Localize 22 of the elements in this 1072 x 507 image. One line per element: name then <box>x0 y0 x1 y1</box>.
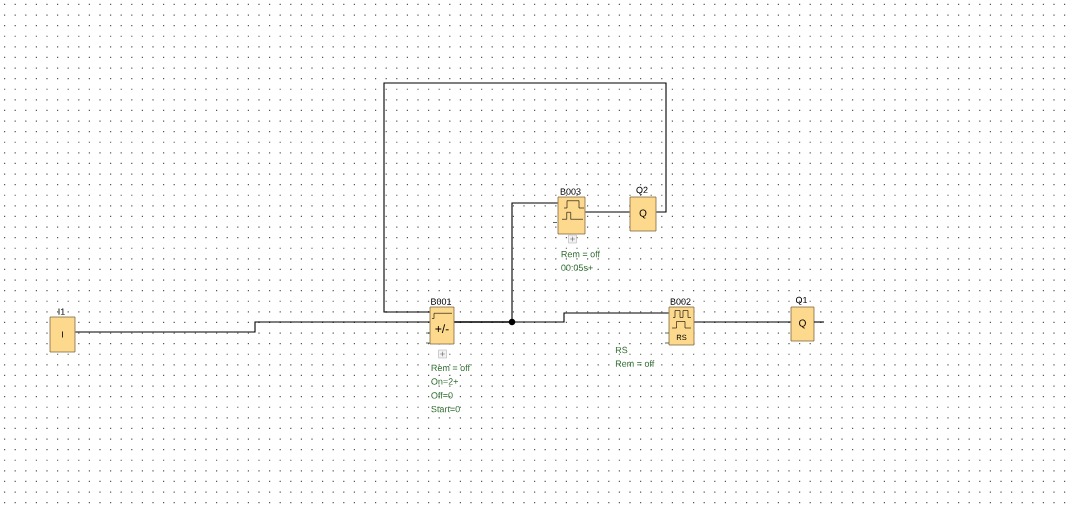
function-block: +/- <box>429 306 455 345</box>
wire <box>74 321 431 333</box>
parameter-text: Off=0 <box>431 392 453 399</box>
block-label: Q2 <box>636 186 648 195</box>
output-block: Q <box>790 306 815 342</box>
wire <box>453 312 670 323</box>
parameter-text: Rem = off <box>561 250 600 258</box>
block-label: Q1 <box>795 296 808 305</box>
block-label: B002 <box>670 298 691 305</box>
parameter-text: Start=0 <box>431 405 460 413</box>
block-label: B001 <box>431 298 452 305</box>
input-block: I <box>49 316 76 353</box>
parameter-text: Rem = off <box>431 364 470 371</box>
block-label: I1 <box>58 308 65 315</box>
output-block: Q <box>629 196 657 232</box>
wire <box>693 321 792 323</box>
parameter-text: RS <box>615 346 628 354</box>
parameter-text: On=2+ <box>431 378 458 385</box>
parameter-text: 00:05s+ <box>561 264 593 271</box>
block-label: B003 <box>560 188 581 195</box>
parameter-text: Rem = off <box>615 360 655 367</box>
wire <box>584 211 631 213</box>
